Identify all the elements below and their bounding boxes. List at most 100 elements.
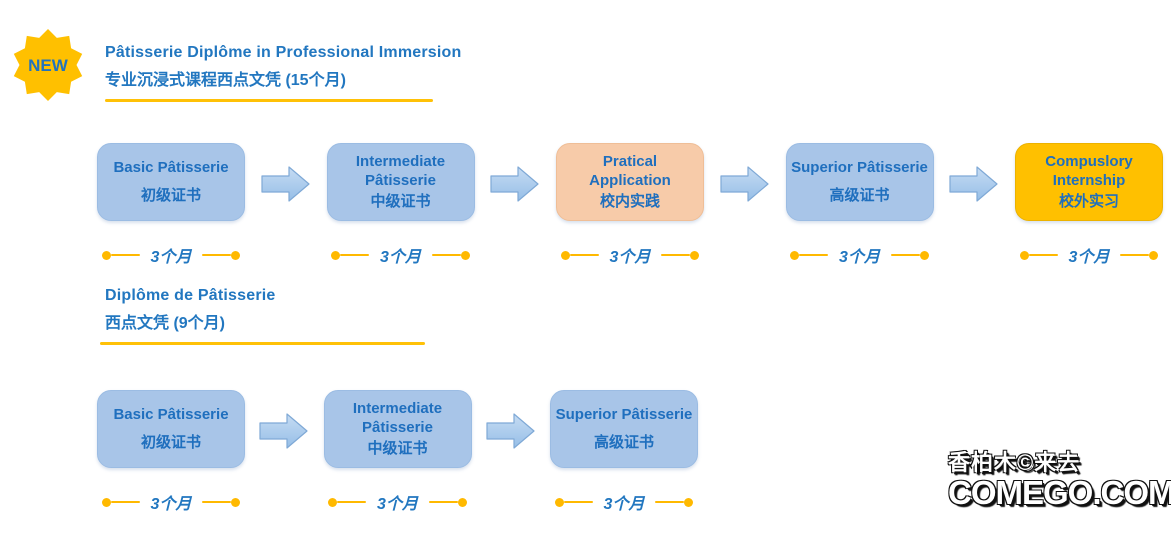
course-box: Basic Pâtisserie 初级证书	[97, 143, 245, 221]
watermark-cn-text: 香柏木©来去	[948, 450, 1081, 475]
duration-tick-left	[790, 250, 829, 260]
course-name-en: Superior Pâtisserie	[555, 406, 693, 424]
course-step-intermediate: Intermediate Pâtisserie 中级证书 3个月	[326, 143, 475, 267]
right-arrow-icon	[720, 166, 769, 202]
duration-dot	[231, 497, 241, 507]
duration-text: 3个月	[609, 249, 651, 266]
duration-dot	[331, 250, 341, 260]
duration-label: 3个月	[324, 490, 472, 514]
duration-label: 3个月	[327, 243, 475, 267]
course-name-zh: 高级证书	[829, 186, 890, 204]
duration-dot	[101, 497, 111, 507]
course-step-superior: Superior Pâtisserie 高级证书 3个月	[550, 390, 698, 514]
duration-label: 3个月	[97, 490, 245, 514]
duration-line	[337, 500, 367, 504]
duration-label: 3个月	[1015, 243, 1163, 267]
duration-dot	[1149, 250, 1159, 260]
duration-text: 3个月	[150, 249, 192, 266]
duration-tick-right	[661, 250, 700, 260]
duration-dot	[457, 497, 467, 507]
right-arrow-icon	[259, 413, 308, 449]
duration-line	[799, 253, 829, 257]
duration-dot	[919, 250, 929, 260]
duration-text: 3个月	[377, 496, 418, 513]
course-name-zh: 高级证书	[593, 433, 654, 451]
program2-underline	[100, 342, 425, 345]
program2-header: Diplôme de Pâtisserie 西点文凭 (9个月)	[100, 287, 425, 345]
duration-line	[563, 500, 593, 504]
duration-line	[340, 253, 370, 257]
course-step-practical: Pratical Application 校内实践 3个月	[556, 143, 704, 267]
flow-arrow	[704, 164, 786, 204]
duration-tick-left	[1019, 250, 1058, 260]
duration-line	[661, 253, 691, 257]
program1-flow: Basic Pâtisserie 初级证书 3个月 Intermediate P…	[97, 143, 1163, 267]
course-name-en: Intermediate Pâtisserie	[355, 153, 446, 189]
duration-tick-right	[428, 497, 467, 507]
duration-dot	[560, 250, 570, 260]
course-box: Intermediate Pâtisserie 中级证书	[326, 143, 475, 221]
course-name-en: Basic Pâtisserie	[113, 159, 229, 177]
duration-tick-right	[655, 497, 694, 507]
duration-dot	[690, 250, 700, 260]
duration-dot	[554, 497, 564, 507]
right-arrow-icon	[490, 166, 539, 202]
watermark: 香柏木©来去 COMEGO.COM	[948, 451, 1171, 511]
course-step-basic: Basic Pâtisserie 初级证书 3个月	[97, 143, 245, 267]
duration-tick-left	[554, 497, 593, 507]
course-name-zh: 中级证书	[367, 439, 428, 457]
duration-dot	[1019, 250, 1029, 260]
duration-tick-right	[431, 250, 470, 260]
duration-line	[655, 500, 685, 504]
course-name-zh: 校内实践	[599, 192, 660, 210]
course-name-zh: 校外实习	[1058, 192, 1119, 210]
course-name-en: Basic Pâtisserie	[113, 406, 229, 424]
duration-line	[428, 500, 458, 504]
right-arrow-icon	[949, 166, 998, 202]
right-arrow-icon	[261, 166, 310, 202]
course-step-intermediate: Intermediate Pâtisserie 中级证书 3个月	[323, 390, 472, 514]
duration-tick-left	[328, 497, 367, 507]
duration-label: 3个月	[786, 243, 934, 267]
course-step-superior: Superior Pâtisserie 高级证书 3个月	[785, 143, 934, 267]
course-box: Superior Pâtisserie 高级证书	[785, 143, 934, 221]
flow-arrow	[934, 164, 1016, 204]
program2-title-en: Diplôme de Pâtisserie	[105, 287, 276, 304]
duration-line	[1028, 253, 1058, 257]
duration-line	[431, 253, 461, 257]
course-name-en: Pratical Application	[589, 153, 671, 189]
course-box: Intermediate Pâtisserie 中级证书	[323, 390, 472, 468]
watermark-site-text: COMEGO.COM	[948, 474, 1171, 512]
flow-arrow	[472, 411, 551, 451]
duration-dot	[684, 497, 694, 507]
duration-line	[1120, 253, 1150, 257]
program1-underline	[105, 99, 433, 102]
course-name-zh: 初级证书	[140, 433, 201, 451]
duration-text: 3个月	[1068, 249, 1110, 266]
course-name-zh: 中级证书	[370, 192, 431, 210]
course-box: Pratical Application 校内实践	[556, 143, 704, 221]
course-step-basic: Basic Pâtisserie 初级证书 3个月	[97, 390, 245, 514]
duration-text: 3个月	[150, 496, 192, 513]
duration-tick-left	[101, 250, 140, 260]
duration-tick-right	[890, 250, 929, 260]
course-name-zh: 初级证书	[140, 186, 201, 204]
course-box: Basic Pâtisserie 初级证书	[97, 390, 245, 468]
duration-tick-left	[560, 250, 599, 260]
new-badge: NEW	[10, 27, 86, 103]
course-step-internship: Compuslory Internship 校外实习 3个月	[1015, 143, 1163, 267]
duration-dot	[101, 250, 111, 260]
duration-line	[110, 500, 140, 504]
course-name-en: Compuslory Internship	[1045, 153, 1133, 189]
program1-header: Pâtisserie Diplôme in Professional Immer…	[105, 44, 461, 102]
duration-text: 3个月	[380, 249, 421, 266]
duration-tick-right	[202, 250, 241, 260]
new-badge-label: NEW	[28, 56, 69, 75]
duration-tick-left	[101, 497, 140, 507]
course-name-en: Intermediate Pâtisserie	[352, 400, 443, 436]
course-box: Compuslory Internship 校外实习	[1015, 143, 1163, 221]
duration-label: 3个月	[556, 243, 704, 267]
program2-title-zh: 西点文凭 (9个月)	[105, 315, 226, 332]
program1-title-zh: 专业沉浸式课程西点文凭 (15个月)	[105, 72, 346, 89]
